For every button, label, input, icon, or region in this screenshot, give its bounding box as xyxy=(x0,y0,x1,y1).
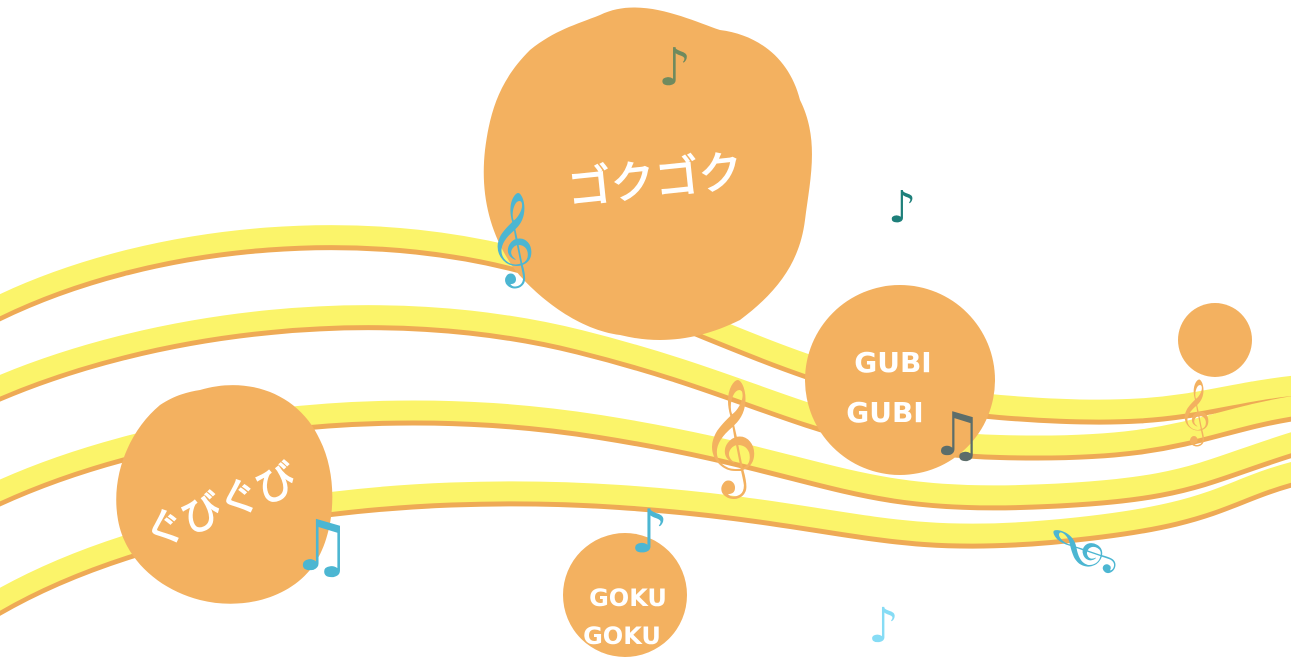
bubble-gokugoku-en xyxy=(563,533,687,657)
treble-clef-icon: 𝄞 xyxy=(700,377,759,499)
treble-clef-icon: 𝄞 xyxy=(488,191,535,288)
bubbles xyxy=(116,7,1252,657)
label-gubi-1: GUBI xyxy=(854,346,931,379)
beamed-notes-icon: ♫ xyxy=(290,505,353,587)
bubble-gokugoku xyxy=(483,7,812,340)
bubble-gubigubi-jp xyxy=(116,385,333,604)
beamed-notes-icon: ♫ xyxy=(930,400,984,470)
bubble-small xyxy=(1178,303,1252,377)
label-goku-2: GOKU xyxy=(583,622,661,650)
eighth-note-icon: ♪ xyxy=(868,598,899,654)
music-notes: ♪ ♪ 𝄞 𝄞 ♫ 𝄞 𝄞 ♫ ♪ ♪ xyxy=(290,38,1211,654)
treble-clef-icon: 𝄞 xyxy=(1178,379,1211,446)
staff-line-2 xyxy=(0,305,1291,456)
eighth-note-icon: ♪ xyxy=(658,38,691,98)
eighth-note-icon: ♪ xyxy=(630,497,668,567)
label-goku-1: GOKU xyxy=(589,584,667,612)
bubble-gubigubi-en xyxy=(805,285,995,475)
label-gubi-2: GUBI xyxy=(846,396,923,429)
eighth-note-icon: ♪ xyxy=(888,182,916,233)
